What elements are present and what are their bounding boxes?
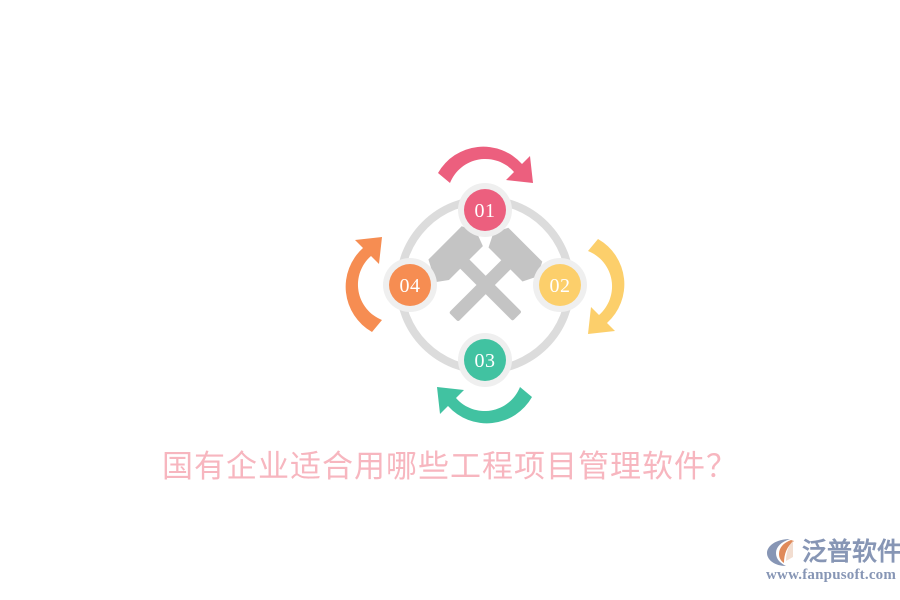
curved-arrow-clockwise-bottom [437, 387, 532, 424]
cycle-step-04-inner [389, 264, 431, 306]
brand-name: 泛普软件 [802, 537, 900, 566]
cycle-step-03-inner [464, 339, 506, 381]
curved-arrow-clockwise-left [345, 237, 382, 332]
cycle-step-03: 03 [458, 333, 512, 387]
cycle-step-04-label: 04 [400, 275, 421, 297]
cycle-step-03-label: 03 [475, 350, 496, 372]
curved-arrow-clockwise-top [438, 146, 533, 183]
cycle-step-02-inner [539, 264, 581, 306]
fanpu-logo-icon [766, 537, 800, 567]
brand-logo: 泛普软件 www.fanpusoft.com [766, 536, 900, 588]
cycle-step-01-inner [464, 189, 506, 231]
cycle-step-01: 01 [458, 183, 512, 237]
brand-url: www.fanpusoft.com [766, 567, 897, 583]
brand-logo-row: 泛普软件 [766, 536, 900, 568]
cycle-step-01-label: 01 [475, 200, 496, 222]
cycle-step-04: 04 [383, 258, 437, 312]
cycle-step-02-label: 02 [550, 275, 571, 297]
page-title: 国有企业适合用哪些工程项目管理软件？ [162, 449, 738, 484]
curved-arrow-clockwise-right [588, 239, 625, 334]
four-step-cycle-diagram: 01 02 03 04 [330, 130, 640, 440]
crossed-hammers-icon [428, 226, 543, 321]
cycle-step-02: 02 [533, 258, 587, 312]
